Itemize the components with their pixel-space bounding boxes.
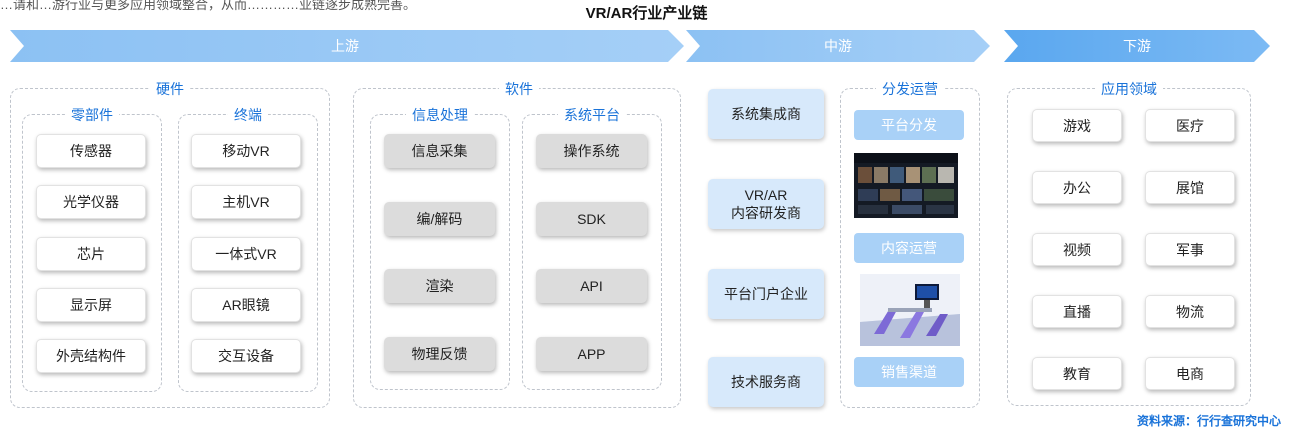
system-platform-label: 系统平台 (558, 105, 626, 125)
midstream-item-line: VR/AR (744, 187, 788, 203)
component-item: 外壳结构件 (36, 339, 146, 373)
hardware-label: 硬件 (150, 79, 190, 99)
diagram-title: VR/AR行业产业链 (585, 5, 708, 22)
info-processing-item: 渲染 (384, 269, 495, 303)
upstream-label: 上游 (331, 38, 359, 54)
component-item: 显示屏 (36, 288, 146, 322)
midstream-item-portal: 平台门户企业 (708, 269, 824, 319)
cut-off-caption: …请和…游行业与更多应用领域整合，从而…………业链逐步成熟完善。 (0, 0, 417, 12)
system-platform-item: SDK (536, 202, 647, 236)
application-item: 教育 (1032, 357, 1122, 390)
terminal-item: 主机VR (191, 185, 301, 219)
system-platform-item: APP (536, 337, 647, 371)
downstream-arrow (1004, 30, 1270, 62)
application-item: 电商 (1145, 357, 1235, 390)
components-label: 零部件 (65, 105, 119, 125)
source-note: 资料来源：行行查研究中心 (1136, 414, 1281, 428)
midstream-label: 中游 (824, 38, 852, 54)
application-item: 医疗 (1145, 109, 1235, 142)
component-item: 芯片 (36, 237, 146, 271)
terminal-item: 移动VR (191, 134, 301, 168)
info-processing-item: 物理反馈 (384, 337, 495, 371)
application-item: 直播 (1032, 295, 1122, 328)
distribution-item: 销售渠道 (854, 357, 964, 387)
stage-arrows (10, 30, 1270, 62)
component-item: 光学仪器 (36, 185, 146, 219)
applications-label: 应用领域 (1095, 79, 1163, 99)
software-label: 软件 (499, 79, 539, 99)
system-platform-item: API (536, 269, 647, 303)
downstream-label: 下游 (1123, 38, 1151, 54)
terminal-item: 交互设备 (191, 339, 301, 373)
midstream-item-system-integrator: 系统集成商 (708, 89, 824, 139)
application-item: 游戏 (1032, 109, 1122, 142)
application-item: 展馆 (1145, 171, 1235, 204)
midstream-item-tech-service: 技术服务商 (708, 357, 824, 407)
media-library-image (854, 153, 958, 218)
distribution-label: 分发运营 (876, 79, 944, 99)
info-processing-item: 编/解码 (384, 202, 495, 236)
vr-experience-room-image (860, 274, 960, 346)
terminals-label: 终端 (228, 105, 268, 125)
application-item: 军事 (1145, 233, 1235, 266)
terminal-item: AR眼镜 (191, 288, 301, 322)
component-item: 传感器 (36, 134, 146, 168)
distribution-item: 内容运营 (854, 233, 964, 263)
terminal-item: 一体式VR (191, 237, 301, 271)
application-item: 物流 (1145, 295, 1235, 328)
info-processing-label: 信息处理 (406, 105, 474, 125)
application-item: 办公 (1032, 171, 1122, 204)
midstream-arrow (686, 30, 990, 62)
midstream-item-line: 内容研发商 (731, 205, 801, 221)
application-item: 视频 (1032, 233, 1122, 266)
distribution-item: 平台分发 (854, 110, 964, 140)
info-processing-item: 信息采集 (384, 134, 495, 168)
midstream-item-content-developer: VR/AR 内容研发商 (708, 179, 824, 229)
system-platform-item: 操作系统 (536, 134, 647, 168)
upstream-arrow (10, 30, 684, 62)
